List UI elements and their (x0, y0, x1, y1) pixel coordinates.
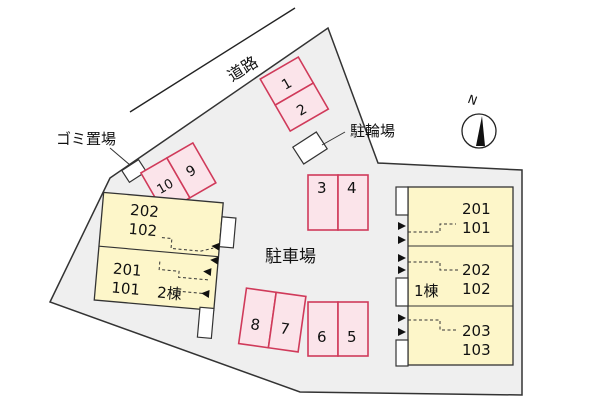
building-east-partition-1 (408, 223, 456, 233)
building-east-storage-1 (395, 186, 409, 216)
entrance-marker (398, 328, 406, 336)
bicycle-area (291, 131, 329, 165)
building-west-partition-1 (161, 237, 214, 252)
entrance-marker (398, 236, 406, 244)
unit-number: 203 (462, 322, 491, 340)
garbage-label: ゴミ置場 (56, 130, 116, 148)
entrance-marker (398, 254, 406, 262)
parking-space-9 (165, 141, 217, 199)
unit-number: 101 (462, 219, 491, 237)
building-west-storage-bottom (196, 306, 215, 339)
parking-space-2 (274, 81, 330, 133)
building-west-storage-top (218, 216, 237, 249)
entrance-marker (211, 242, 220, 251)
entrance-marker (398, 266, 406, 274)
entrance-marker (398, 222, 406, 230)
entrance-marker (203, 268, 212, 277)
building-west: 202 102 201 101 2棟 (93, 191, 237, 339)
unit-number: 102 (128, 220, 158, 240)
parking-space-4 (337, 174, 369, 231)
bicycle-leader (321, 131, 346, 146)
parking-label: 駐車場 (265, 247, 316, 267)
entrance-marker (201, 289, 210, 298)
parking-number-7: 7 (279, 319, 291, 338)
entrance-marker (210, 256, 219, 265)
north-label: N (466, 92, 479, 108)
entrance-marker (398, 314, 406, 322)
parking-number-3: 3 (317, 179, 327, 197)
building-east-storage-3 (395, 339, 409, 367)
parking-number-5: 5 (347, 328, 357, 346)
parking-number-4: 4 (347, 179, 357, 197)
building-west-partition-2 (158, 261, 209, 281)
unit-number: 201 (462, 200, 491, 218)
parking-number-10: 10 (155, 176, 177, 197)
north-arrow: N (461, 92, 497, 149)
parking-space-5 (337, 301, 369, 357)
road-line (129, 7, 296, 113)
unit-number: 201 (112, 260, 142, 280)
unit-number: 202 (462, 261, 491, 279)
building-west-divider (98, 245, 219, 258)
building-east-storage-2 (395, 277, 409, 307)
building-east-outline (407, 186, 514, 366)
building-east: 201 101 202 102 203 103 1棟 (395, 186, 514, 367)
unit-number: 202 (129, 201, 159, 221)
unit-number: 103 (462, 341, 491, 359)
garbage-area (120, 158, 148, 184)
parking-space-7 (267, 291, 307, 353)
parking-number-6: 6 (317, 328, 327, 346)
building-east-partition-3 (408, 319, 456, 331)
building-east-partition-2 (408, 261, 460, 271)
building-name: 1棟 (414, 282, 439, 300)
building-name: 2棟 (156, 283, 182, 303)
unit-number: 102 (462, 280, 491, 298)
compass-needle (476, 116, 485, 146)
parking-number-8: 8 (249, 315, 261, 334)
bicycle-label: 駐輪場 (350, 122, 395, 140)
unit-number: 101 (111, 278, 141, 298)
garbage-leader (109, 147, 131, 166)
parking-space-6 (307, 301, 339, 357)
